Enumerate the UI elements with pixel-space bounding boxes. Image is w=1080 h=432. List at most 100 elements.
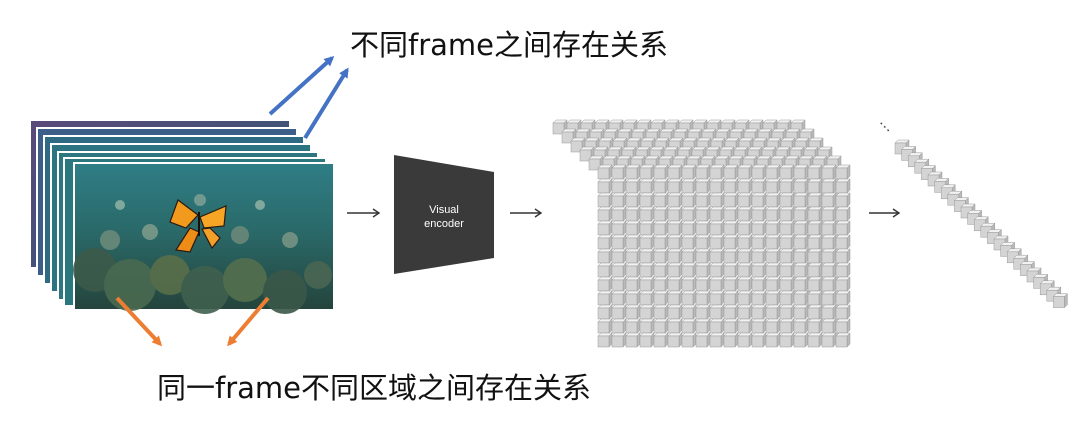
token-cube — [835, 234, 851, 250]
token-cube — [709, 234, 725, 250]
token-cube — [765, 248, 781, 264]
token-cube — [681, 304, 697, 320]
token-cube — [653, 290, 669, 306]
token-cube — [667, 248, 683, 264]
token-cube — [793, 318, 809, 334]
token-cube — [695, 276, 711, 292]
token-cube — [737, 262, 753, 278]
token-cube — [681, 192, 697, 208]
token-cube — [793, 276, 809, 292]
token-cube — [779, 164, 795, 180]
token-cube — [653, 262, 669, 278]
token-cube — [639, 234, 655, 250]
token-cube — [611, 304, 627, 320]
token-cube — [765, 304, 781, 320]
token-cube — [723, 276, 739, 292]
token-cube — [597, 192, 613, 208]
token-cube — [793, 304, 809, 320]
token-cube — [737, 290, 753, 306]
token-cube — [625, 290, 641, 306]
token-cube — [625, 192, 641, 208]
token-cube — [793, 262, 809, 278]
flow-arrows — [347, 208, 901, 218]
arrow-to-sequence — [869, 208, 901, 218]
token-cube — [681, 318, 697, 334]
token-cube — [681, 332, 697, 348]
inter-frame-arrows — [268, 55, 349, 140]
token-cube — [835, 332, 851, 348]
token-cube — [695, 248, 711, 264]
token-cube — [625, 248, 641, 264]
token-cube — [835, 318, 851, 334]
token-cube — [639, 248, 655, 264]
token-cube — [821, 178, 837, 194]
token-cube — [821, 206, 837, 222]
token-cube — [751, 164, 767, 180]
token-cube — [723, 304, 739, 320]
token-cube — [723, 178, 739, 194]
arrow-to-tokens — [510, 208, 543, 218]
token-cube — [709, 178, 725, 194]
token-cube — [639, 262, 655, 278]
token-cube — [695, 192, 711, 208]
token-cube — [639, 192, 655, 208]
token-cube — [807, 248, 823, 264]
token-cube — [765, 290, 781, 306]
token-cube — [653, 164, 669, 180]
token-cube — [737, 332, 753, 348]
token-cube — [611, 262, 627, 278]
token-cube — [793, 290, 809, 306]
token-cube — [681, 248, 697, 264]
orange-arrow-1 — [115, 296, 163, 347]
token-cube — [681, 220, 697, 236]
token-cube — [765, 164, 781, 180]
token-cube — [765, 262, 781, 278]
token-cube — [653, 178, 669, 194]
token-cube — [695, 164, 711, 180]
token-cube — [807, 178, 823, 194]
token-cube — [653, 192, 669, 208]
token-cube — [751, 276, 767, 292]
token-cube — [695, 332, 711, 348]
token-cube — [709, 332, 725, 348]
token-cube — [779, 290, 795, 306]
token-cube — [653, 206, 669, 222]
token-cube — [625, 262, 641, 278]
token-cube — [723, 234, 739, 250]
token-cube — [639, 164, 655, 180]
token-cube — [653, 276, 669, 292]
token-cube — [751, 318, 767, 334]
token-cube — [681, 276, 697, 292]
token-cube — [723, 318, 739, 334]
token-cube — [737, 178, 753, 194]
token-cube — [737, 192, 753, 208]
token-cube — [625, 164, 641, 180]
token-cube — [625, 178, 641, 194]
token-cube — [611, 192, 627, 208]
token-cube — [737, 164, 753, 180]
token-cube — [765, 206, 781, 222]
token-cube — [709, 220, 725, 236]
flattened-token-sequence — [894, 139, 1068, 308]
token-cube — [793, 192, 809, 208]
token-cube — [625, 234, 641, 250]
token-cube — [709, 164, 725, 180]
token-cube — [723, 192, 739, 208]
arrow-to-encoder — [347, 208, 381, 218]
token-cube — [667, 276, 683, 292]
token-cube — [639, 178, 655, 194]
token-cube — [751, 262, 767, 278]
token-cube — [597, 276, 613, 292]
token-cube — [653, 248, 669, 264]
token-cube — [611, 248, 627, 264]
token-cube — [821, 192, 837, 208]
token-cube — [597, 248, 613, 264]
token-cube — [821, 234, 837, 250]
token-cube — [625, 206, 641, 222]
token-cube — [779, 276, 795, 292]
blue-arrow-2 — [303, 67, 349, 140]
token-cube — [779, 234, 795, 250]
token-cube — [835, 206, 851, 222]
token-cube — [821, 164, 837, 180]
token-cube — [681, 164, 697, 180]
